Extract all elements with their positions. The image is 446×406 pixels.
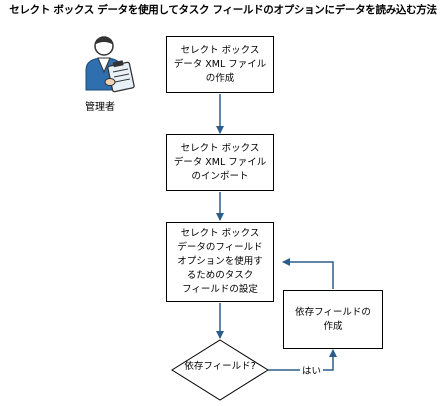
step-configure-task-field: セレクト ボックス データのフィールド オプションを使用す るためのタスク フィ… bbox=[166, 222, 274, 302]
step-create-dependent-field: 依存フィールドの 作成 bbox=[283, 290, 383, 349]
decision-label: 依存フィールド? bbox=[184, 361, 256, 372]
actor-label: 管理者 bbox=[85, 102, 115, 113]
arrow-side-step-to-step3 bbox=[282, 258, 334, 289]
page-title: セレクト ボックス データを使用してタスク フィールドのオプションにデータを読み… bbox=[9, 4, 437, 16]
step-create-xml-file: セレクト ボックス データ XML ファイル の作成 bbox=[166, 36, 274, 93]
decision-diamond bbox=[171, 339, 269, 401]
decision-yes-label: はい bbox=[300, 363, 324, 377]
step-import-xml-file: セレクト ボックス データ XML ファイル のインポート bbox=[166, 134, 274, 191]
administrator-clipboard-icon bbox=[85, 36, 135, 93]
arrow-decision-yes-to-side-step bbox=[268, 349, 337, 371]
